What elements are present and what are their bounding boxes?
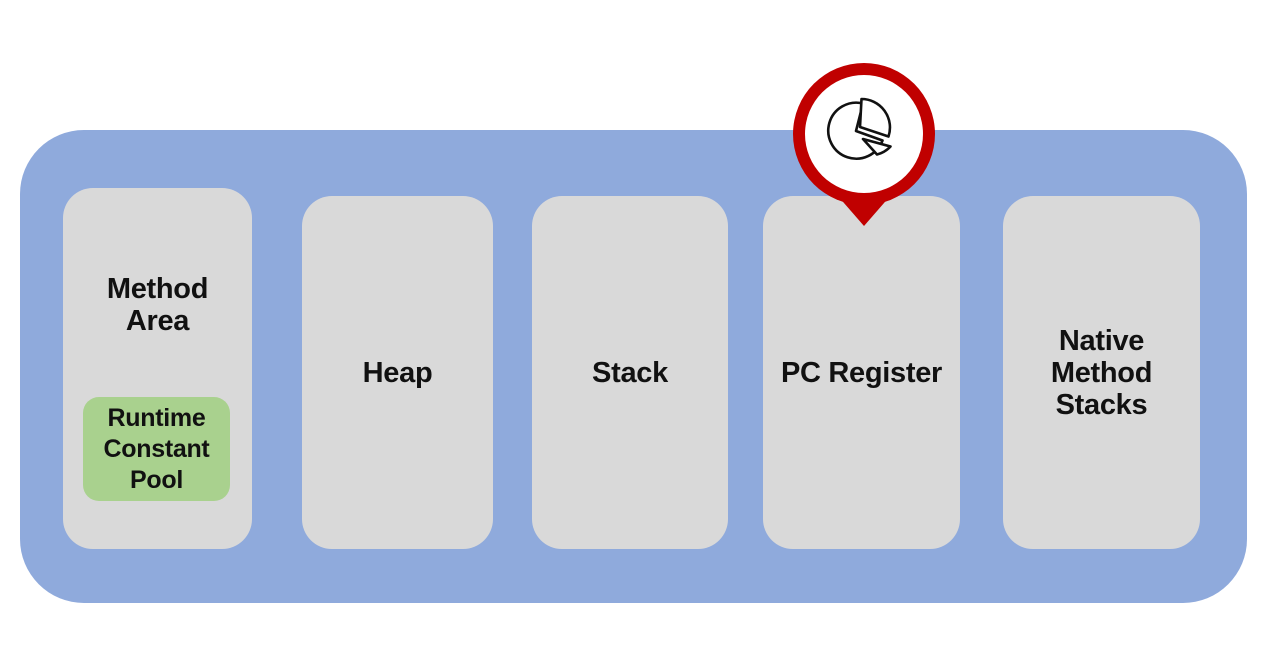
box-method-area: Method Area Runtime Constant Pool xyxy=(63,188,252,549)
box-runtime-constant-pool: Runtime Constant Pool xyxy=(83,397,230,501)
memory-container: Method Area Runtime Constant Pool Heap S… xyxy=(20,130,1247,603)
pc-register-label: PC Register xyxy=(780,356,943,389)
stack-label: Stack xyxy=(592,356,668,389)
method-area-label: Method Area xyxy=(106,273,209,337)
runtime-constant-pool-label: Runtime Constant Pool xyxy=(103,403,210,494)
location-marker xyxy=(789,60,939,228)
pie-chart-icon xyxy=(793,63,935,226)
box-native-method-stacks: Native Method Stacks xyxy=(1003,196,1200,549)
native-method-stacks-label: Native Method Stacks xyxy=(1050,324,1153,421)
box-heap: Heap xyxy=(302,196,493,549)
heap-label: Heap xyxy=(362,356,433,389)
box-stack: Stack xyxy=(532,196,728,549)
box-pc-register: PC Register xyxy=(763,196,960,549)
